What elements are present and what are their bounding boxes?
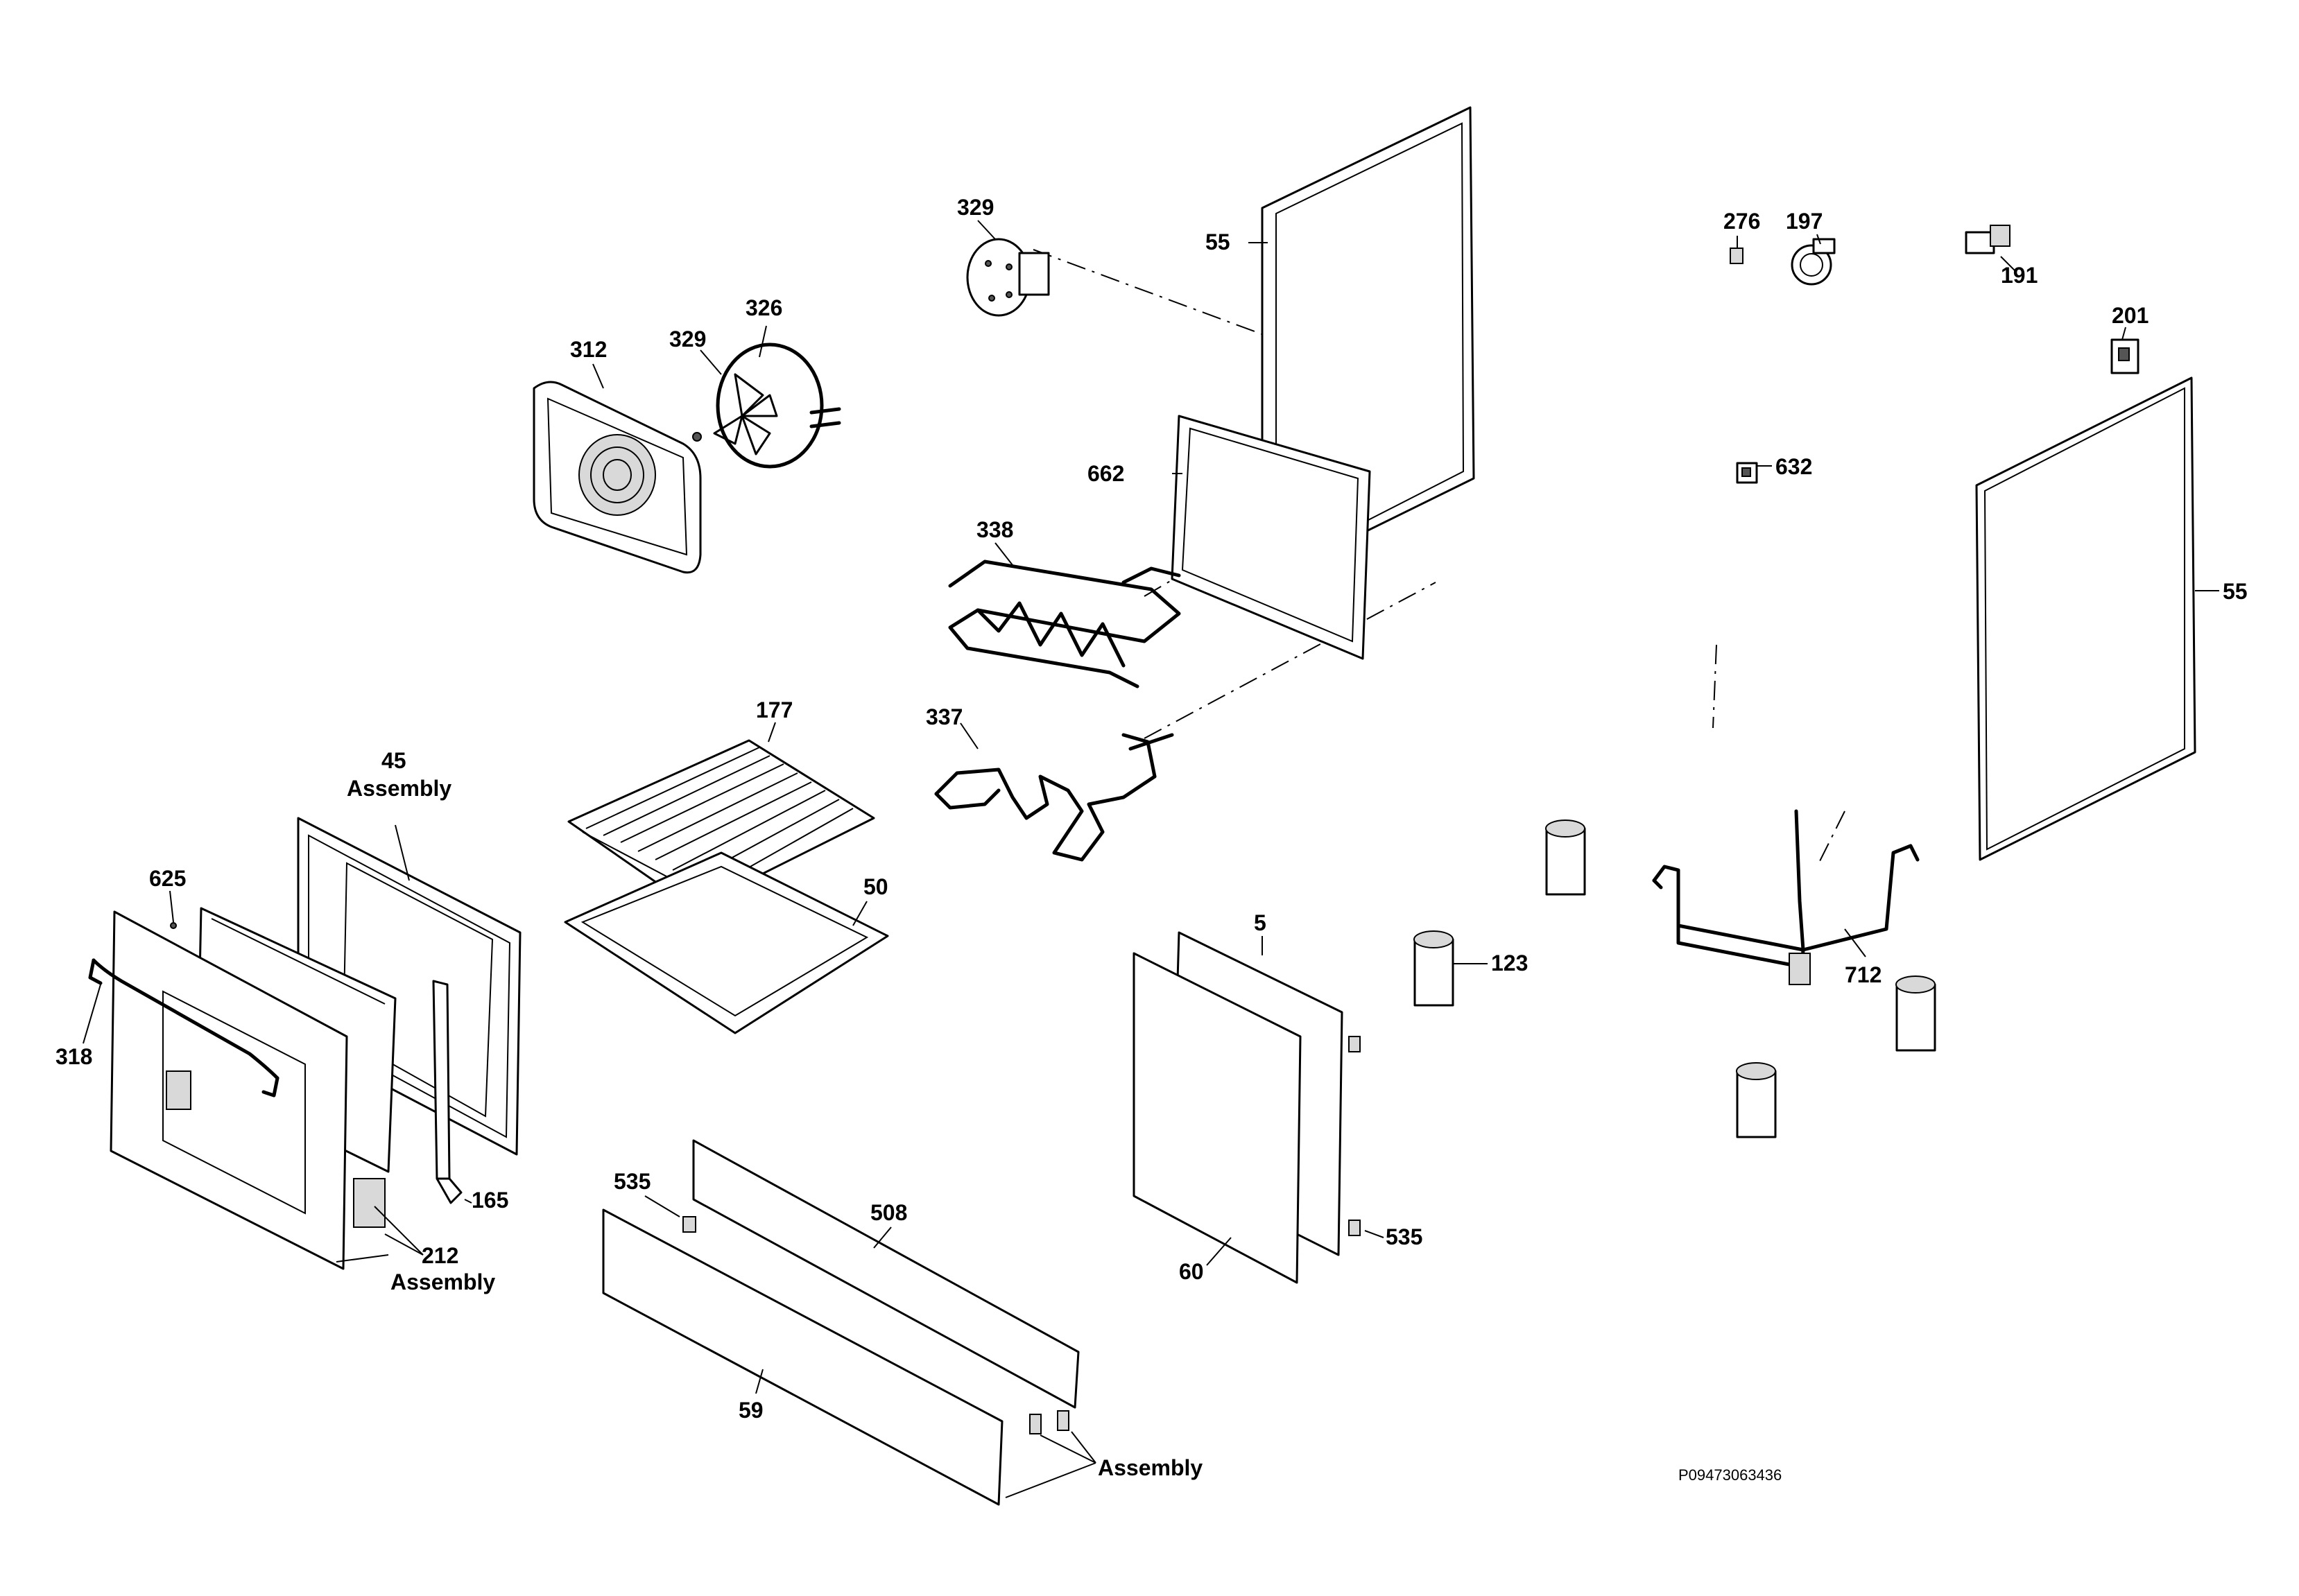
part-201-block: [2110, 338, 2139, 374]
label-191: 191: [2001, 263, 2038, 288]
label-326: 326: [746, 295, 782, 320]
drawer-back-panel-508-part: [682, 1139, 1080, 1409]
leader-201: [2121, 327, 2126, 340]
foot-123-a: [1413, 930, 1454, 1007]
leader-318: [83, 984, 101, 1044]
door-handle-part: [88, 958, 279, 1098]
convection-motor-part: [966, 238, 1050, 317]
leader-assembly-c: [1005, 1462, 1096, 1498]
label-508: 508: [870, 1200, 907, 1225]
part-191-switch: [1965, 225, 2010, 254]
part-197-lamp: [1791, 238, 1836, 286]
label-338: 338: [976, 517, 1013, 542]
door-hinge-part: [432, 980, 463, 1204]
outer-door-panel-part: [110, 910, 348, 1270]
label-45-assembly: Assembly: [347, 776, 451, 801]
fan-blade-part: [692, 373, 778, 456]
leader-197: [1816, 234, 1821, 245]
label-123: 123: [1491, 951, 1528, 975]
leader-45: [395, 824, 410, 881]
part-632-terminal: [1736, 462, 1758, 484]
leader-329-fan: [700, 349, 722, 375]
leader-212-a: [374, 1206, 424, 1256]
hinge-bracket-part: [353, 1178, 386, 1228]
drawer-front-panel-59-part: [602, 1208, 1069, 1506]
screw-625: [170, 922, 177, 929]
drawer-front-panel-60-part: [1133, 952, 1302, 1284]
foot-123-c: [1895, 975, 1936, 1052]
label-625: 625: [149, 866, 186, 891]
leader-assembly-b: [1040, 1434, 1096, 1464]
label-5: 5: [1254, 910, 1266, 935]
leader-337: [960, 722, 979, 749]
baking-tray-part: [564, 851, 889, 1034]
label-632: 632: [1775, 454, 1812, 479]
leader-59: [755, 1369, 764, 1394]
label-276: 276: [1723, 209, 1760, 234]
leader-329-motor: [977, 220, 996, 240]
label-59: 59: [739, 1398, 764, 1423]
leader-60: [1206, 1237, 1232, 1266]
label-60: 60: [1179, 1259, 1204, 1284]
label-662: 662: [1087, 461, 1124, 486]
label-165: 165: [472, 1188, 508, 1213]
leader-312: [592, 363, 604, 389]
leader-50: [852, 901, 868, 926]
label-drawer-assembly: Assembly: [1098, 1455, 1203, 1480]
label-318: 318: [55, 1044, 92, 1069]
leader-212-b: [384, 1233, 424, 1256]
foot-123-b: [1545, 819, 1586, 896]
leader-508: [873, 1226, 892, 1249]
leader-326: [759, 325, 767, 358]
label-535-right: 535: [1386, 1224, 1422, 1249]
leader-165: [464, 1199, 472, 1204]
leader-625: [169, 890, 174, 923]
side-panel-part: [1975, 376, 2196, 861]
grill-element-part: [948, 560, 1181, 688]
leader-assembly-a: [1071, 1431, 1096, 1464]
leader-338: [994, 542, 1013, 566]
label-45: 45: [381, 748, 406, 773]
label-201: 201: [2112, 303, 2149, 328]
label-312: 312: [570, 337, 607, 362]
label-197: 197: [1786, 209, 1823, 234]
label-535-left: 535: [614, 1169, 651, 1194]
label-50: 50: [863, 874, 888, 899]
oven-seal-frame-part: [1171, 415, 1371, 660]
leader-535-left: [644, 1195, 680, 1217]
leader-212-c: [336, 1254, 389, 1263]
part-276: [1730, 248, 1743, 264]
label-55-side: 55: [2223, 579, 2248, 604]
leader-712: [1844, 928, 1866, 957]
label-212-assembly: Assembly: [390, 1269, 495, 1294]
leader-177: [768, 722, 776, 743]
callout-labels: 329 55 276 197 191 201 632 55 312 329 32…: [55, 195, 2248, 1484]
drawing-code: P09473063436: [1678, 1466, 1782, 1484]
foot-123-d: [1736, 1062, 1777, 1138]
leader-535-right: [1364, 1230, 1384, 1238]
label-329-fan: 329: [669, 327, 706, 352]
circular-element-part: [716, 342, 841, 469]
label-177: 177: [756, 697, 793, 722]
support-wire-712-part: [1652, 809, 1920, 985]
cavity-back-plate-part: [533, 381, 702, 574]
label-712: 712: [1845, 962, 1882, 987]
label-329-motor: 329: [957, 195, 994, 220]
label-212: 212: [422, 1243, 458, 1268]
label-337: 337: [926, 704, 963, 729]
lower-element-part: [934, 733, 1174, 862]
label-55-back: 55: [1205, 229, 1230, 254]
leader-191: [2000, 256, 2015, 271]
